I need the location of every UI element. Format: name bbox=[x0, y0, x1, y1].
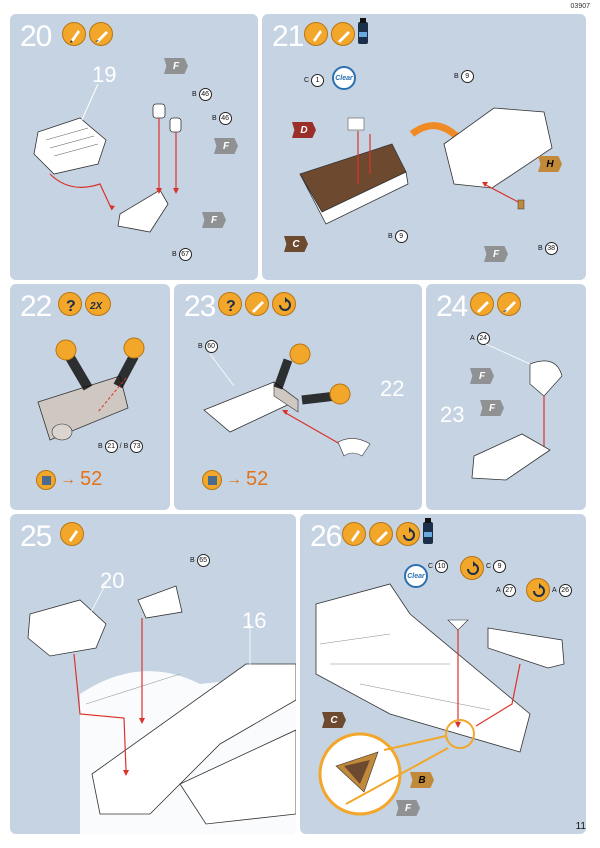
question-icon: ? bbox=[58, 292, 82, 316]
flag-f: F bbox=[484, 246, 508, 262]
flag-b: B bbox=[410, 772, 434, 788]
flag-c: C bbox=[322, 712, 346, 728]
callout-number: 16 bbox=[242, 608, 267, 633]
multiplier-icon: 2X bbox=[85, 292, 111, 316]
glue-icon bbox=[62, 22, 86, 46]
step-21-illustration bbox=[299, 107, 553, 225]
callout-number: 19 bbox=[92, 62, 117, 87]
step-icons bbox=[304, 18, 368, 46]
step-number: 22 bbox=[20, 290, 52, 323]
callout-number: 23 bbox=[440, 402, 465, 427]
rotate-icon bbox=[396, 522, 420, 546]
paint-brush-icon bbox=[470, 292, 494, 316]
glue-icon bbox=[342, 522, 366, 546]
goto-step-ref: →52 bbox=[36, 468, 102, 491]
flag-f: F bbox=[470, 368, 494, 384]
flag-d: D bbox=[292, 122, 316, 138]
callout-number: 20 bbox=[100, 568, 125, 593]
paint-brush-icon bbox=[369, 522, 393, 546]
flag-f: F bbox=[202, 212, 226, 228]
paint-brush-icon bbox=[331, 22, 355, 46]
goto-step-ref: →52 bbox=[202, 468, 268, 491]
flag-f: F bbox=[480, 400, 504, 416]
glue-icon bbox=[60, 522, 84, 546]
flag-f: F bbox=[396, 800, 420, 816]
step-number: 21 bbox=[272, 20, 304, 53]
step-20-illustration bbox=[33, 83, 182, 233]
flag-f: F bbox=[214, 138, 238, 154]
flag-f: F bbox=[164, 58, 188, 74]
paint-bottle-icon bbox=[358, 18, 368, 44]
paint-brush-icon bbox=[89, 22, 113, 46]
step-number: 26 bbox=[310, 520, 342, 553]
step-icons bbox=[470, 292, 521, 316]
paint-brush-icon bbox=[245, 292, 269, 316]
paint-scheme-icon bbox=[36, 469, 56, 490]
step-icons bbox=[62, 22, 113, 46]
paint-brush-icon bbox=[497, 292, 521, 316]
step-number: 20 bbox=[20, 20, 52, 53]
rotate-icon bbox=[272, 292, 296, 316]
clear-paint-icon: Clear bbox=[332, 66, 356, 90]
step-number: 25 bbox=[20, 520, 52, 553]
glue-icon bbox=[304, 22, 328, 46]
step-icons: ? 2X bbox=[58, 292, 111, 316]
paint-scheme-icon bbox=[202, 469, 222, 490]
step-24-illustration bbox=[471, 343, 563, 481]
rotate-icon bbox=[460, 556, 484, 580]
step-number: 24 bbox=[436, 290, 468, 323]
step-icons bbox=[342, 518, 433, 546]
svg-text:?: ? bbox=[226, 298, 236, 315]
step-number: 23 bbox=[184, 290, 216, 323]
question-icon: ? bbox=[218, 292, 242, 316]
step-25-illustration bbox=[27, 575, 296, 834]
flag-c: C bbox=[284, 236, 308, 252]
svg-text:2X: 2X bbox=[89, 301, 104, 312]
page-number: 11 bbox=[575, 821, 586, 832]
step-22-illustration bbox=[37, 337, 145, 441]
step-icons bbox=[60, 522, 84, 546]
document-code: 03907 bbox=[570, 3, 590, 10]
step-26-illustration bbox=[315, 583, 565, 816]
clear-paint-icon: Clear bbox=[404, 564, 428, 588]
svg-text:?: ? bbox=[66, 298, 76, 315]
step-23-illustration bbox=[203, 343, 371, 457]
flag-h: H bbox=[538, 156, 562, 172]
callout-number: 22 bbox=[380, 376, 405, 401]
paint-bottle-icon bbox=[423, 518, 433, 544]
step-icons: ? bbox=[218, 292, 296, 316]
rotate-icon bbox=[526, 578, 550, 602]
